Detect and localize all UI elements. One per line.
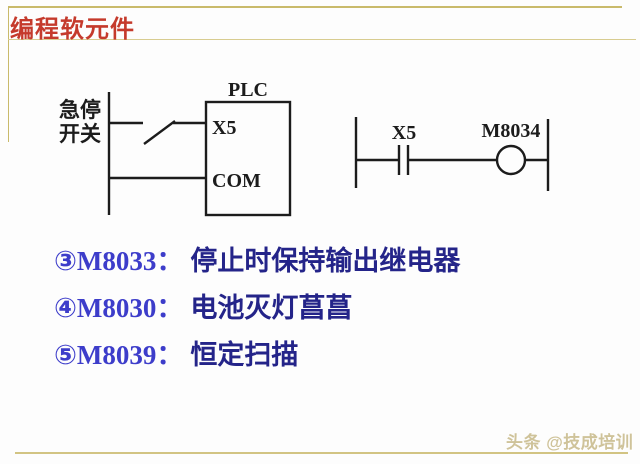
left-border-line bbox=[8, 6, 9, 142]
note-item-m8039: ⑤M8039：恒定扫描 bbox=[54, 335, 614, 382]
contact-x5-label: X5 bbox=[392, 122, 416, 144]
note-text: 电池灭灯菖菖 bbox=[190, 293, 353, 323]
plc-label: PLC bbox=[228, 79, 268, 101]
emergency-stop-label-line2: 开关 bbox=[59, 122, 101, 146]
notes-list: ③M8033：停止时保持输出继电器 ④M8030：电池灭灯菖菖 ⑤M8039：恒… bbox=[54, 241, 614, 382]
coil-circle bbox=[495, 144, 527, 176]
diagram-canvas: 急停 开关 PLC X5 COM X5 M8034 bbox=[59, 79, 550, 217]
note-code: ③M8033： bbox=[54, 246, 184, 276]
wiring-diagram: 急停 开关 PLC X5 COM bbox=[59, 79, 292, 217]
switch-blade bbox=[143, 120, 176, 145]
note-item-m8033: ③M8033：停止时保持输出继电器 bbox=[54, 241, 614, 288]
terminal-x5-label: X5 bbox=[212, 117, 236, 139]
top-border-line bbox=[8, 6, 622, 8]
title-underline-line bbox=[8, 39, 636, 40]
plc-box bbox=[204, 100, 292, 217]
note-text: 停止时保持输出继电器 bbox=[190, 246, 461, 276]
bottom-border-line bbox=[15, 452, 628, 454]
note-code: ④M8030： bbox=[54, 293, 184, 323]
watermark: 头条 @技成培训 bbox=[506, 433, 634, 452]
terminal-com-label: COM bbox=[212, 170, 261, 192]
note-text: 恒定扫描 bbox=[190, 340, 299, 370]
note-item-m8030: ④M8030：电池灭灯菖菖 bbox=[54, 288, 614, 335]
ladder-diagram: X5 M8034 bbox=[354, 117, 550, 191]
page-title: 编程软元件 bbox=[10, 17, 135, 43]
note-code: ⑤M8039： bbox=[54, 340, 184, 370]
coil-m8034-label: M8034 bbox=[482, 120, 541, 142]
emergency-stop-label-line1: 急停 bbox=[59, 98, 101, 122]
